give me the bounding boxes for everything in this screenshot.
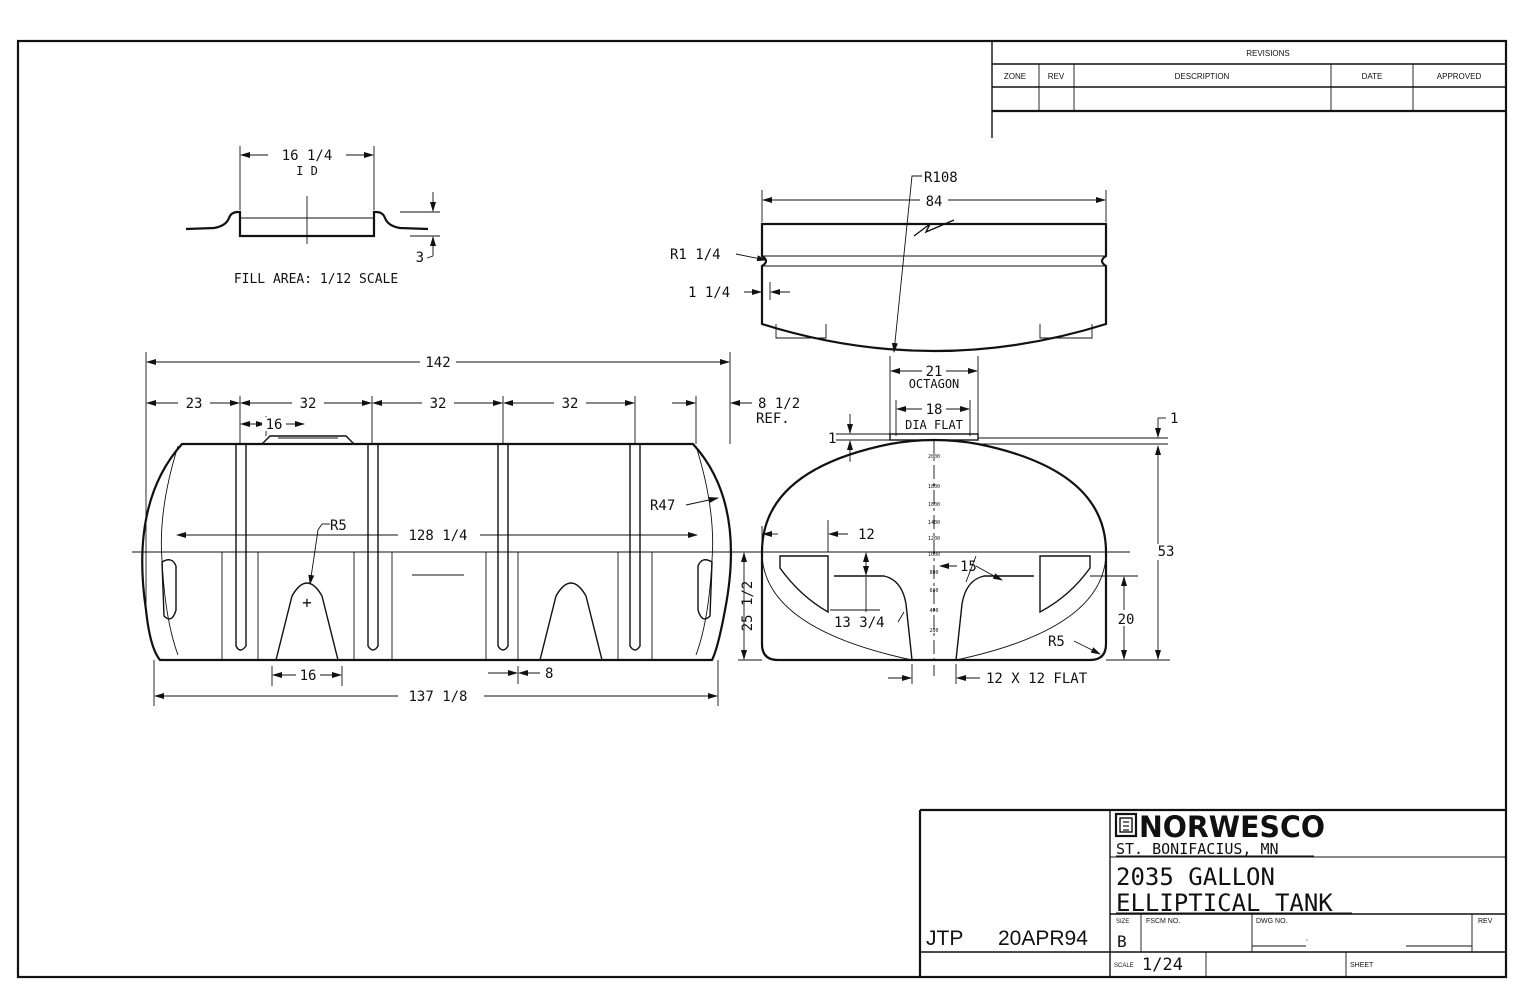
gauge-1000: 1000 bbox=[928, 552, 940, 558]
dim-one-left: 1 bbox=[828, 431, 836, 447]
dim-lid: 16 bbox=[266, 417, 283, 433]
dim-flat: 18 bbox=[926, 402, 943, 418]
sheet-border bbox=[16, 39, 1508, 979]
svg-text:,: , bbox=[1306, 935, 1308, 942]
tank-side-body bbox=[141, 442, 733, 662]
gauge-800: 800 bbox=[929, 570, 938, 576]
title-block: NORWESCO ST. BONIFACIUS, MN 2035 GALLON … bbox=[918, 808, 1506, 977]
dim-leg: 13 3/4 bbox=[834, 615, 885, 631]
company-location: ST. BONIFACIUS, MN bbox=[1116, 840, 1279, 858]
gauge-1200: 1200 bbox=[928, 536, 940, 542]
sheet-label: SHEET bbox=[1350, 962, 1374, 969]
revisions-title: REVISIONS bbox=[1246, 49, 1290, 58]
dim-overall-length: 142 bbox=[425, 355, 450, 371]
svg-text:+: + bbox=[302, 593, 312, 612]
dim-pocket: 20 bbox=[1118, 612, 1135, 628]
rev-header-rev: REV bbox=[1048, 72, 1065, 81]
gauge-1600: 1600 bbox=[928, 502, 940, 508]
fill-area-caption: FILL AREA: 1/12 SCALE bbox=[234, 272, 398, 287]
dim-base-length: 137 1/8 bbox=[408, 689, 467, 705]
drawing-title-line2: ELLIPTICAL TANK bbox=[1116, 889, 1333, 917]
scale-label: SCALE bbox=[1114, 963, 1134, 969]
rev-header-approved: APPROVED bbox=[1437, 72, 1482, 81]
rev-header-description: DESCRIPTION bbox=[1175, 72, 1230, 81]
dim-bottom-flat: 12 X 12 FLAT bbox=[986, 671, 1088, 687]
gauge-200: 200 bbox=[929, 628, 938, 634]
dim-ref-sub: REF. bbox=[756, 411, 790, 427]
dim-seg-4: 32 bbox=[562, 396, 579, 412]
dim-flat-sub: DIA FLAT bbox=[905, 418, 963, 432]
rev-header-zone: ZONE bbox=[1004, 72, 1026, 81]
rev-header-date: DATE bbox=[1362, 72, 1383, 81]
side-arch-right bbox=[539, 582, 603, 661]
gauge-1400: 1400 bbox=[928, 520, 940, 526]
side-view: + 142 23 32 32 bbox=[132, 352, 800, 706]
fill-area-detail: 16 1/4 I D 3 FILL AREA: 1/12 SCALE bbox=[185, 146, 440, 287]
fill-id-sub: I D bbox=[296, 164, 318, 178]
scale-value: 1/24 bbox=[1142, 955, 1183, 975]
dim-radius-corner: R5 bbox=[1048, 634, 1065, 650]
dim-tank-width: 84 bbox=[926, 194, 943, 210]
gauge-1800: 1800 bbox=[928, 484, 940, 490]
dwg-label: DWG NO. bbox=[1256, 918, 1288, 925]
gauge-400: 400 bbox=[929, 608, 938, 614]
dim-radius-end: R47 bbox=[650, 498, 675, 514]
dim-radius-arch: R5 bbox=[330, 518, 347, 534]
norwesco-logo-icon bbox=[1114, 812, 1138, 838]
end-pocket-right bbox=[1039, 555, 1091, 614]
end-pocket-left bbox=[779, 555, 829, 614]
drawn-date: 20APR94 bbox=[998, 927, 1088, 950]
dim-one-right: 1 bbox=[1170, 411, 1178, 427]
end-view-elevation: 21 OCTAGON 18 DIA FLAT 1 1 bbox=[738, 356, 1178, 687]
dim-angle: 15 bbox=[960, 559, 977, 575]
fscm-label: FSCM NO. bbox=[1146, 918, 1180, 925]
dim-height: 53 bbox=[1158, 544, 1175, 560]
drawing-title-line1: 2035 GALLON bbox=[1116, 863, 1275, 891]
size-value: B bbox=[1117, 932, 1127, 951]
dim-foot: 16 bbox=[300, 668, 317, 684]
dim-groove-radius: R1 1/4 bbox=[670, 247, 721, 263]
dim-radius-top: R108 bbox=[924, 170, 958, 186]
company-name: NORWESCO bbox=[1139, 810, 1325, 844]
dim-side-offset: 12 bbox=[858, 527, 875, 543]
end-view-top: 84 R108 R1 1/4 1 1/4 bbox=[670, 170, 1108, 353]
rev-label: REV bbox=[1478, 918, 1493, 925]
dim-octagon-sub: OCTAGON bbox=[909, 377, 960, 391]
drawn-by: JTP bbox=[926, 927, 963, 950]
side-arch-left bbox=[275, 582, 339, 661]
dim-seg-3: 32 bbox=[430, 396, 447, 412]
dim-inner-length: 128 1/4 bbox=[408, 528, 467, 544]
dim-ref: 8 1/2 bbox=[758, 396, 800, 412]
dim-groove-width: 1 1/4 bbox=[688, 285, 730, 301]
gauge-2000: 2000 bbox=[928, 454, 940, 460]
fill-id-dim: 16 1/4 bbox=[282, 148, 333, 164]
tank-top-profile bbox=[760, 222, 1108, 353]
dim-octagon: 21 bbox=[926, 364, 943, 380]
revisions-table: REVISIONS ZONE REV DESCRIPTION DATE APPR… bbox=[991, 41, 1506, 138]
dim-seg-1: 23 bbox=[186, 396, 203, 412]
gauge-600: 600 bbox=[929, 588, 938, 594]
dim-half-height: 25 1/2 bbox=[740, 581, 756, 632]
fill-height-dim: 3 bbox=[416, 250, 424, 266]
fill-lid bbox=[261, 435, 355, 445]
dim-gap: 8 bbox=[545, 666, 553, 682]
size-label: SIZE bbox=[1116, 919, 1129, 925]
dim-seg-2: 32 bbox=[300, 396, 317, 412]
